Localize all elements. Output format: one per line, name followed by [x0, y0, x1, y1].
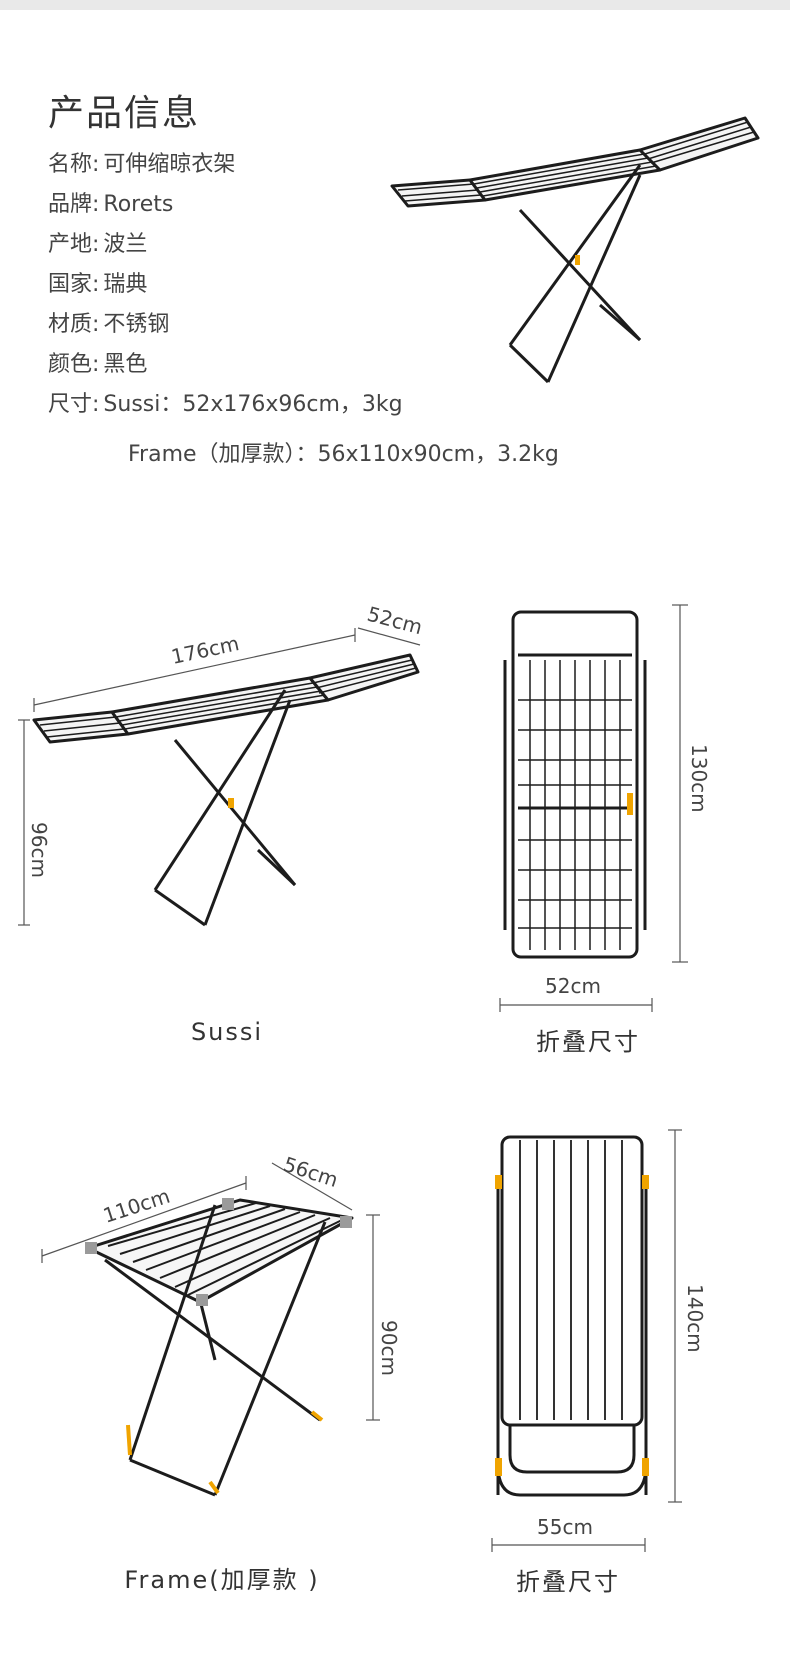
frame-length-label: 110cm — [100, 1184, 173, 1228]
drying-rack-hero-image — [390, 116, 760, 384]
spec-key: 品牌: — [48, 192, 100, 217]
spec-key: 产地: — [48, 232, 100, 257]
spec-value: 可伸缩晾衣架 — [103, 152, 236, 177]
spec-value: 瑞典 — [103, 272, 148, 297]
spec-key: 颜色: — [48, 352, 100, 377]
spec-value: Sussi：52x176x96cm，3kg — [103, 392, 403, 417]
frame-folded-height-label: 140cm — [683, 1284, 707, 1353]
top-divider-bar — [0, 0, 790, 10]
spec-key: 名称: — [48, 152, 100, 177]
spec-key: 国家: — [48, 272, 100, 297]
frame-folded-dimension-lines — [491, 1129, 682, 1552]
spec-value: 黑色 — [103, 352, 148, 377]
frame-folded-width-label: 55cm — [537, 1515, 593, 1539]
sussi-caption: Sussi — [190, 1018, 264, 1046]
spec-row-name: 名称:可伸缩晾衣架 — [48, 146, 235, 178]
spec-row-country: 国家:瑞典 — [48, 266, 147, 298]
sussi-folded-dimension-lines — [499, 604, 688, 1012]
spec-key: 尺寸: — [48, 392, 100, 417]
spec-row-origin: 产地:波兰 — [48, 226, 147, 258]
spec-key: 材质: — [48, 312, 100, 337]
sussi-height-label: 96cm — [27, 822, 51, 878]
spec-value: 不锈钢 — [103, 312, 170, 337]
spec-row-material: 材质:不锈钢 — [48, 306, 169, 338]
frame-rack-drawing — [85, 1198, 354, 1497]
frame-height-label: 90cm — [377, 1320, 401, 1376]
spec-row-size: 尺寸:Sussi：52x176x96cm，3kg — [48, 386, 403, 418]
sussi-folded-height-label: 130cm — [687, 744, 711, 813]
spec-value: 波兰 — [103, 232, 148, 257]
frame-folded-drawing — [495, 1135, 649, 1497]
sussi-dimension-lines — [18, 627, 421, 926]
sussi-length-label: 176cm — [169, 631, 241, 669]
sussi-folded-drawing — [503, 610, 647, 959]
frame-folded-caption: 折叠尺寸 — [516, 1568, 620, 1596]
spec-row-brand: 品牌:Rorets — [48, 186, 173, 218]
sussi-width-label: 52cm — [365, 602, 425, 640]
frame-caption: Frame(加厚款 ) — [124, 1566, 320, 1594]
sussi-folded-width-label: 52cm — [545, 974, 601, 998]
sussi-folded-caption: 折叠尺寸 — [536, 1028, 640, 1056]
spec-value: Rorets — [103, 192, 174, 217]
spec-row-color: 颜色:黑色 — [48, 346, 147, 378]
page-title: 产品信息 — [48, 93, 201, 134]
sussi-rack-drawing — [32, 653, 420, 927]
frame-dimension-lines — [41, 1162, 380, 1421]
spec-row-size-frame: Frame（加厚款）：56x110x90cm，3.2kg — [128, 442, 559, 467]
